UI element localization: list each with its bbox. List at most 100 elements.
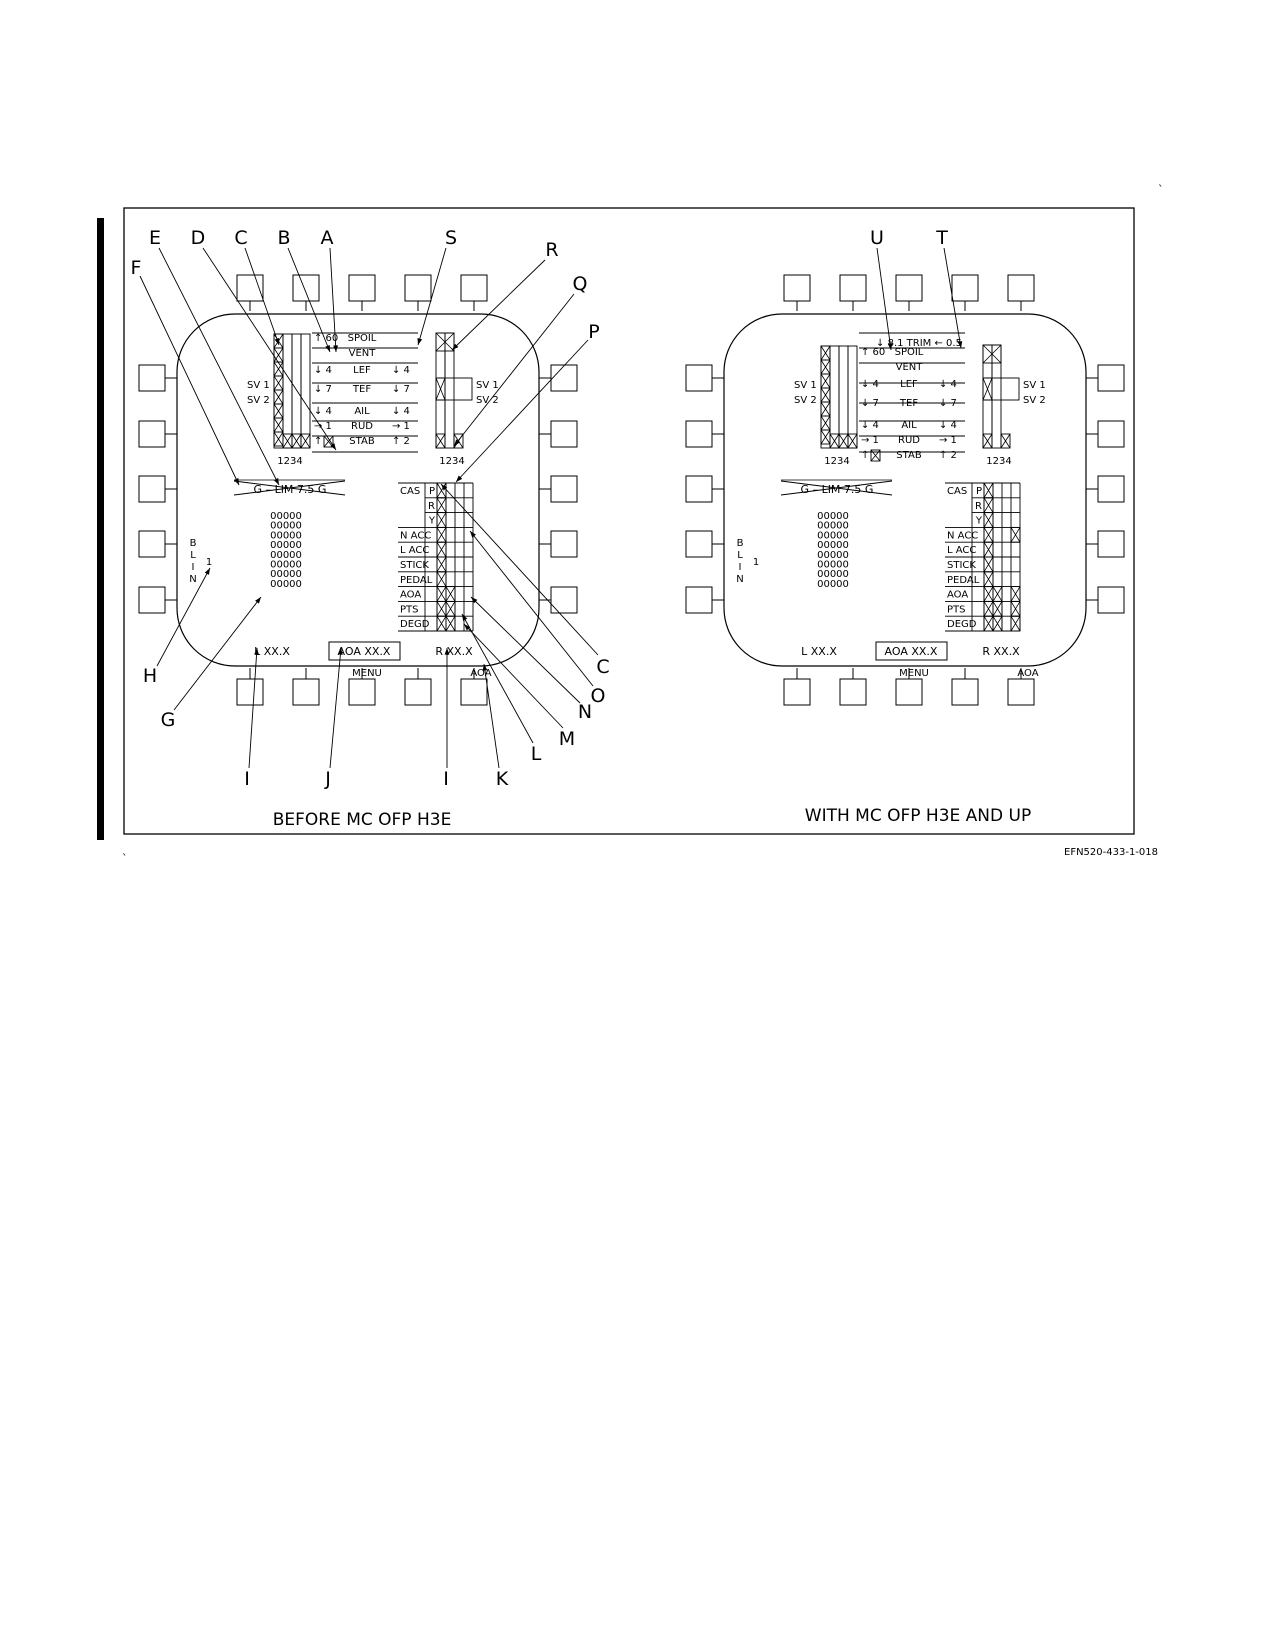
- after-servo-left-bottom-fail-1-x2: [829, 433, 840, 449]
- leader-C-right-arrowhead: [441, 484, 448, 491]
- after-cas-row-4-fail-1-x2: [983, 541, 994, 558]
- before-surface-5-name: RUD: [351, 421, 373, 432]
- before-pb-right-2: [550, 420, 578, 448]
- after-servo-left-bottom-fail-3: [847, 433, 858, 449]
- after-pb-bottom-4: [951, 678, 979, 706]
- after-blin-letter-3: I: [739, 562, 742, 573]
- after-servo-left-fail-4-x2: [820, 387, 831, 403]
- before-cas-row-7-label: AOA: [400, 590, 421, 601]
- before-blin-value: 1: [206, 557, 212, 568]
- leader-R-arrowhead: [452, 343, 459, 350]
- before-cas-row-6-fail-1-x2: [436, 571, 447, 587]
- after-surface-5-left: → 1: [861, 435, 879, 446]
- before-surface-2-left: ↓ 4: [314, 365, 332, 376]
- after-pb-left-5: [685, 586, 713, 614]
- before-servo-left-col-2: [282, 333, 293, 449]
- before-pb-bottom-5: [460, 678, 488, 706]
- before-surface-0-left: ↑ 60: [314, 333, 338, 344]
- leader-A: [329, 247, 337, 353]
- after-pb-right-5: [1097, 586, 1125, 614]
- after-cas-row-9-fail-4-x2: [1010, 615, 1021, 632]
- leader-P: [455, 339, 589, 483]
- after-code-line-3: 00000: [817, 530, 849, 541]
- after-trim-readout: ↓ 8.1 TRIM ← 0.5: [876, 338, 962, 349]
- after-pb-left-3: [685, 475, 713, 503]
- after-stab-fail-mark: [870, 449, 881, 462]
- before-stab-fail-mark: [323, 435, 334, 448]
- after-cas-row-9-fail-4: [1010, 615, 1021, 632]
- callout-E: E: [149, 227, 161, 249]
- before-surface-5-right: → 1: [392, 421, 410, 432]
- before-surface-4-left: ↓ 4: [314, 406, 332, 417]
- leader-D: [202, 247, 337, 451]
- change-bar: [97, 218, 104, 840]
- after-servo-right-bottom-fail-1: [982, 433, 993, 449]
- leader-Q-arrowhead: [454, 439, 460, 446]
- before-servo-left-fail-2-x2: [273, 347, 284, 363]
- leader-J-arrowhead: [338, 648, 343, 655]
- after-pb-bottom-1: [783, 678, 811, 706]
- after-servo-left-col-3: [838, 345, 849, 449]
- before-menu-label: MENU: [352, 668, 382, 679]
- callout-F: F: [131, 257, 142, 279]
- before-channel-numbers-left: 1234: [277, 456, 302, 467]
- leader-I-right-arrowhead: [444, 648, 450, 655]
- leader-R: [451, 259, 546, 351]
- before-cas-row-0-axis: P: [429, 486, 435, 497]
- before-surface-4-name: AIL: [354, 406, 370, 417]
- before-surface-2-right: ↓ 4: [392, 365, 410, 376]
- after-cas-row-2-fail-1-x2: [983, 512, 994, 528]
- leader-O: [469, 530, 594, 687]
- after-surface-6-name: STAB: [896, 450, 922, 461]
- leader-B: [287, 247, 331, 353]
- callout-L: L: [531, 743, 542, 765]
- before-surface-2-name: LEF: [353, 365, 371, 376]
- after-cas-row-7-fail-4-x2: [1010, 586, 1021, 602]
- before-surface-4-right: ↓ 4: [392, 406, 410, 417]
- leader-I-left: [248, 647, 258, 769]
- before-servo-right-bottom-fail-1-x2: [435, 433, 446, 449]
- leader-N-arrowhead: [471, 597, 478, 604]
- leader-C-top-arrowhead: [274, 338, 280, 345]
- after-servo-left-fail-5-x2: [820, 401, 831, 417]
- after-cas-row-0-label: CAS: [947, 486, 967, 497]
- callout-U: U: [870, 227, 884, 249]
- after-pb-top-5: [1007, 274, 1035, 302]
- after-code-line-2: 00000: [817, 521, 849, 532]
- callout-I-left: I: [244, 768, 250, 790]
- figure-frame: [123, 207, 1135, 835]
- after-pb-top-3: [895, 274, 923, 302]
- before-right-readout: R XX.X: [435, 645, 473, 658]
- before-cas-row-9-fail-2: [445, 615, 456, 632]
- before-pb-bottom-3: [348, 678, 376, 706]
- before-surface-6-right: ↑ 2: [392, 436, 410, 447]
- before-pb-right-5: [550, 586, 578, 614]
- leader-C-top: [244, 247, 280, 346]
- callout-labels: E D C B A S F R Q P H G I J I K L M N O …: [131, 227, 949, 790]
- after-cas-row-9-fail-2-x2: [992, 615, 1003, 632]
- leader-B-arrowhead: [325, 345, 330, 352]
- before-pb-bottom-4: [404, 678, 432, 706]
- leader-I-left-arrowhead: [254, 648, 259, 655]
- after-surface-0-left: ↑ 60: [861, 347, 885, 358]
- before-pb-top-5: [460, 274, 488, 302]
- before-servo-left-fail-8-x2: [273, 431, 284, 447]
- before-surface-0-name: SPOIL: [348, 333, 377, 344]
- before-servo-right-top-fail-x2: [435, 332, 455, 352]
- after-surface-2-name: LEF: [900, 379, 918, 390]
- leader-T: [943, 247, 962, 349]
- before-display-frame: [176, 313, 540, 667]
- after-pb-right-4: [1097, 530, 1125, 558]
- before-cas-row-5-label: STICK: [400, 560, 429, 571]
- before-servo-right-bottom-fail-3: [453, 433, 464, 449]
- after-cas-row-5-label: STICK: [947, 560, 976, 571]
- leader-N: [470, 596, 581, 704]
- after-blin-letter-1: B: [737, 538, 744, 549]
- before-cas-row-8-fail-1-x2: [436, 601, 447, 617]
- after-servo-right-bottom-fail-3-x2: [1000, 433, 1011, 449]
- leader-Q: [453, 293, 575, 447]
- callout-B: B: [277, 227, 290, 249]
- caption-before: BEFORE MC OFP H3E: [273, 810, 452, 830]
- after-cas-row-0-axis: P: [976, 486, 982, 497]
- after-surface-4-right: ↓ 4: [939, 420, 957, 431]
